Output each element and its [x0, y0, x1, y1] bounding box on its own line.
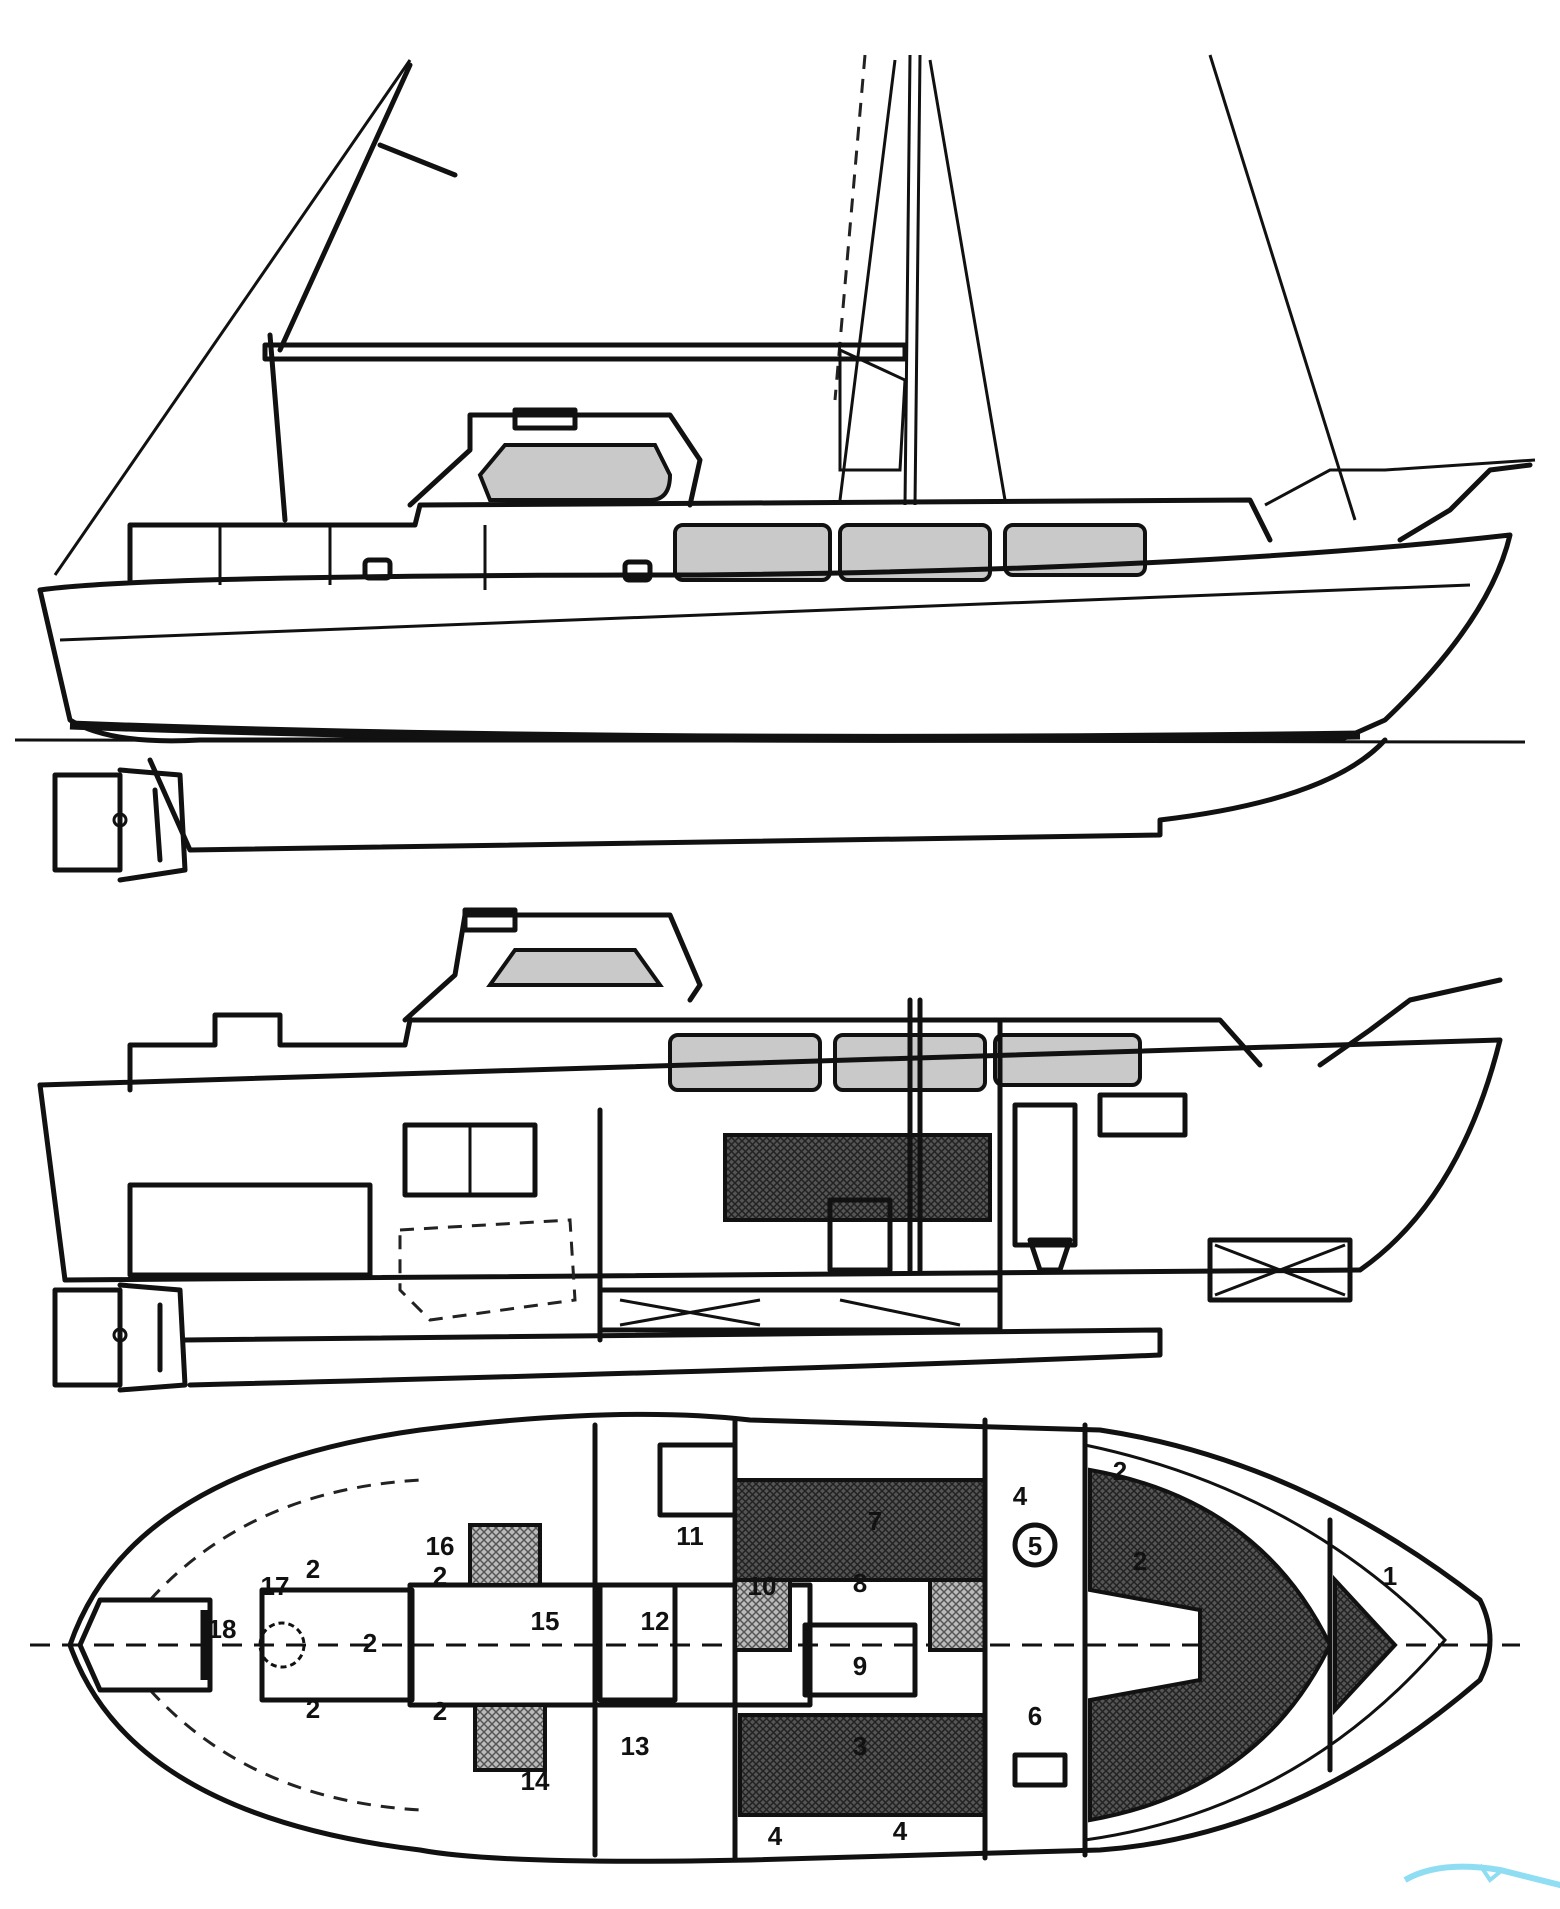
- label-4: 4: [768, 1821, 783, 1851]
- label-2: 2: [306, 1694, 320, 1724]
- steering-wheel: [258, 1621, 306, 1669]
- label-14: 14: [521, 1766, 550, 1796]
- label-15: 15: [531, 1606, 560, 1636]
- boat-wave-logo-icon: [1403, 1863, 1560, 1889]
- plan-labels: 1 2 2 3 4 4 4 5 6 7 8 9 10 11 12 13 14 1…: [208, 1456, 1398, 1851]
- galley-stove: [657, 1442, 738, 1518]
- label-13: 13: [621, 1731, 650, 1761]
- mizzen-backstay: [53, 59, 412, 576]
- main-mast: [903, 54, 912, 506]
- label-2: 2: [1133, 1546, 1147, 1576]
- hull-sheer: [37, 532, 1513, 743]
- interior-section-view: [37, 907, 1503, 1393]
- label-2: 2: [433, 1561, 447, 1591]
- underwater-hull: [147, 737, 1388, 853]
- label-10: 10: [748, 1571, 777, 1601]
- wash-basin: [1012, 1522, 1058, 1568]
- cabinet: [733, 1578, 792, 1652]
- mizzen-mast: [277, 62, 413, 353]
- mizzen-sail: [838, 347, 907, 472]
- saloon-window: [993, 1033, 1142, 1087]
- plan-view: 1 2 2 3 4 4 4 5 6 7 8 9 10 11 12 13 14 1…: [30, 1411, 1520, 1864]
- label-1: 1: [1383, 1561, 1397, 1591]
- waterline: [14, 738, 1526, 744]
- boom: [262, 342, 908, 362]
- chain-locker: [1333, 1574, 1398, 1716]
- wheelhouse-window: [477, 443, 673, 502]
- label-2: 2: [1113, 1456, 1127, 1486]
- label-2: 2: [363, 1628, 377, 1658]
- label-18: 18: [208, 1614, 237, 1644]
- label-4: 4: [1013, 1481, 1028, 1511]
- label-4: 4: [893, 1816, 908, 1846]
- cockpit-seat: [468, 1523, 542, 1587]
- label-7: 7: [868, 1506, 882, 1536]
- label-2: 2: [433, 1696, 447, 1726]
- label-8: 8: [853, 1568, 867, 1598]
- toilet: [1027, 1237, 1073, 1273]
- boot-top: [69, 720, 1361, 743]
- label-5: 5: [1028, 1531, 1042, 1561]
- saloon-table: [827, 1197, 893, 1273]
- profile-view: [14, 54, 1536, 883]
- settee-backrest: [723, 1133, 992, 1222]
- rudder: [52, 1287, 123, 1388]
- label-2: 2: [306, 1554, 320, 1584]
- shroud: [838, 59, 897, 501]
- deck-outline: [67, 1411, 1493, 1864]
- saloon-window: [673, 523, 832, 582]
- label-11: 11: [676, 1521, 704, 1551]
- label-17: 17: [261, 1571, 290, 1601]
- forestay: [1208, 54, 1357, 521]
- wheelhouse-window: [486, 948, 664, 987]
- saloon-window: [838, 523, 992, 582]
- rudder: [52, 772, 123, 873]
- label-6: 6: [1028, 1701, 1042, 1731]
- settee-starboard: [738, 1713, 987, 1817]
- label-9: 9: [853, 1651, 867, 1681]
- saloon-table: [802, 1622, 918, 1698]
- propeller: [152, 787, 163, 863]
- engine: [398, 1218, 577, 1322]
- wheelhouse: [407, 412, 703, 508]
- v-berth: [1088, 1467, 1333, 1823]
- label-16: 16: [426, 1531, 455, 1561]
- settee-port: [733, 1478, 987, 1582]
- label-12: 12: [641, 1606, 670, 1636]
- label-3: 3: [853, 1731, 867, 1761]
- cockpit-seat: [473, 1703, 547, 1772]
